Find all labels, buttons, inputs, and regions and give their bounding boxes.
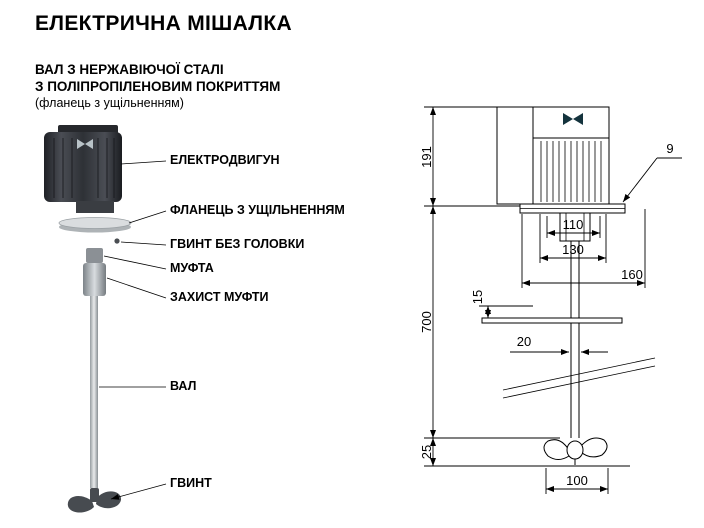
- dimension-lines: [424, 106, 682, 494]
- dim-bolt-circle: 110: [563, 217, 584, 232]
- label-flange: ФЛАНЕЦЬ З УЩІЛЬНЕННЯМ: [170, 203, 345, 217]
- coupling-part: [86, 248, 103, 263]
- shaft-part: [90, 296, 98, 488]
- dim-flange-width: 130: [562, 242, 584, 257]
- motor-ribs: [53, 138, 115, 198]
- label-coupling-guard: ЗАХИСТ МУФТИ: [170, 290, 269, 304]
- technical-drawing: [481, 106, 656, 465]
- dim-motor-height: 191: [419, 146, 434, 168]
- motor-ribs-drawing: [540, 141, 602, 202]
- dimension-labels: 191 700 25 9 110 130 160 15 20 100: [419, 141, 674, 488]
- motor-body: [44, 132, 122, 202]
- brand-logo-icon: [77, 139, 93, 149]
- headless-screw-part: [114, 238, 120, 244]
- propeller-part: [67, 488, 122, 513]
- dim-propeller-diameter: 100: [566, 473, 588, 488]
- label-coupling: МУФТА: [170, 261, 214, 275]
- brand-logo-drawing-icon: [563, 113, 583, 125]
- dim-plate-thickness: 15: [470, 290, 485, 304]
- subtitle-line-1: ВАЛ З НЕРЖАВІЮЧОЇ СТАЛІ: [35, 62, 224, 77]
- leader-lines: [99, 160, 167, 500]
- subtitle-line-3: (фланець з ущільненням): [35, 96, 184, 110]
- label-screw: ГВИНТ: [170, 476, 212, 490]
- dim-shaft-length: 700: [419, 311, 434, 333]
- mixer-illustration: [44, 125, 132, 513]
- subtitle-line-2: З ПОЛІПРОПІЛЕНОВИМ ПОКРИТТЯМ: [35, 79, 281, 94]
- dim-propeller-height: 25: [419, 445, 434, 459]
- label-motor: ЕЛЕКТРОДВИГУН: [170, 153, 280, 167]
- flange-disc: [58, 217, 132, 229]
- propeller-drawing: [543, 437, 608, 465]
- coupling-guard-part: [83, 263, 106, 296]
- page-title: ЕЛЕКТРИЧНА МІШАЛКА: [35, 12, 292, 35]
- dim-shaft-diameter: 20: [517, 334, 531, 349]
- motor-top-cap: [58, 125, 118, 134]
- label-headless-screw: ГВИНТ БЕЗ ГОЛОВКИ: [170, 237, 305, 251]
- motor-neck: [76, 201, 114, 213]
- dim-guard-width: 160: [621, 267, 643, 282]
- label-shaft: ВАЛ: [170, 379, 197, 393]
- subtitle: ВАЛ З НЕРЖАВІЮЧОЇ СТАЛІ З ПОЛІПРОПІЛЕНОВ…: [35, 61, 280, 112]
- dim-flange-thickness: 9: [666, 141, 673, 156]
